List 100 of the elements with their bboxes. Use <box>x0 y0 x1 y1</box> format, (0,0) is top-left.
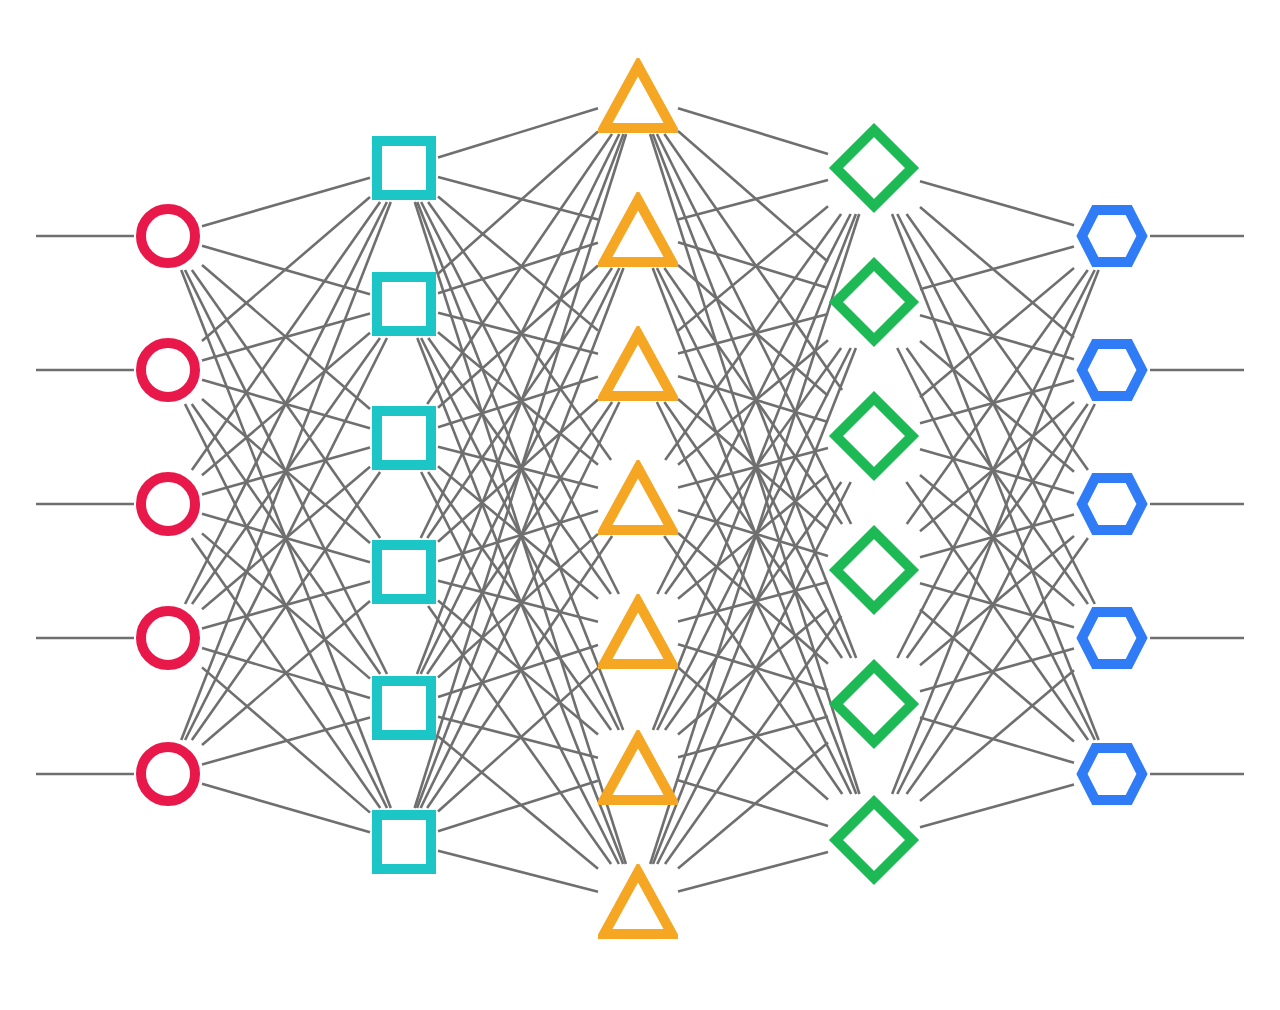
connection-line <box>919 647 1075 693</box>
connection-line <box>919 716 1075 765</box>
square-node <box>370 134 438 202</box>
connection-line <box>919 266 1075 399</box>
connection-line <box>677 508 829 558</box>
connection-line <box>919 534 1075 667</box>
connection-line <box>677 715 829 759</box>
connection-line <box>419 401 621 809</box>
connection-line <box>656 213 852 595</box>
connection-line <box>677 339 829 466</box>
diamond-node <box>828 794 920 886</box>
connection-line <box>437 445 599 489</box>
connection-line <box>905 213 1089 471</box>
connection-line <box>201 465 371 611</box>
connection-line <box>1150 636 1244 640</box>
connection-line <box>905 403 1089 659</box>
connection-line <box>896 213 1096 605</box>
connection-line <box>437 579 599 623</box>
square-node <box>370 270 438 338</box>
connection-line <box>663 481 843 731</box>
connection-line <box>416 337 625 865</box>
connection-line <box>201 312 371 362</box>
connection-line <box>896 269 1096 659</box>
diamond-node <box>828 658 920 750</box>
connection-line <box>426 133 614 405</box>
connection-line <box>905 537 1089 795</box>
connection-line <box>426 401 614 675</box>
connection-line <box>919 245 1075 291</box>
connection-line <box>415 133 625 675</box>
connection-line <box>180 269 392 809</box>
triangle-node <box>598 594 678 670</box>
connection-line <box>677 263 829 397</box>
connection-line <box>677 580 829 623</box>
connection-line <box>1150 772 1244 776</box>
connection-line <box>1150 368 1244 372</box>
connection-line <box>437 195 599 332</box>
connection-line <box>648 133 861 795</box>
connection-line <box>677 312 829 355</box>
connection-line <box>890 213 1100 741</box>
connection-line <box>437 175 599 221</box>
connection-line <box>437 643 599 699</box>
connection-line <box>919 608 1075 743</box>
connection-line <box>677 850 829 893</box>
square-node <box>370 538 438 606</box>
triangle-node <box>598 326 678 402</box>
connection-line <box>919 447 1075 495</box>
connection-line <box>677 642 829 692</box>
connection-line <box>655 267 853 659</box>
connection-line <box>190 537 382 809</box>
diamond-node <box>828 524 920 616</box>
connection-line <box>426 535 614 809</box>
connection-line <box>677 778 829 828</box>
connection-line <box>437 465 599 600</box>
connection-line <box>663 401 844 659</box>
connection-line <box>36 368 134 372</box>
connection-line <box>651 213 858 731</box>
connection-line <box>651 133 858 659</box>
connection-line <box>201 264 371 410</box>
connection-line <box>183 201 389 605</box>
connection-line <box>677 741 829 870</box>
connection-line <box>919 340 1075 473</box>
connection-line <box>437 264 599 409</box>
connection-line <box>201 600 371 746</box>
connection-line <box>201 244 371 296</box>
circle-node <box>134 202 202 270</box>
triangle-node <box>598 730 678 806</box>
connection-line <box>201 196 371 342</box>
connection-line <box>437 509 599 563</box>
hexagon-node <box>1074 604 1150 672</box>
connection-line <box>919 513 1075 559</box>
connection-line <box>426 267 614 539</box>
connection-line <box>677 446 829 489</box>
hexagon-node <box>1074 740 1150 808</box>
connection-line <box>437 398 599 543</box>
connection-line <box>677 129 829 263</box>
connection-line <box>677 374 829 424</box>
connection-line <box>437 532 599 679</box>
connection-line <box>890 269 1100 795</box>
connection-line <box>420 471 620 865</box>
diamond-node <box>828 122 920 214</box>
connection-line <box>1150 234 1244 238</box>
connection-line <box>427 605 613 865</box>
hexagon-node <box>1074 336 1150 404</box>
connection-line <box>437 715 599 759</box>
square-node <box>370 404 438 472</box>
connection-line <box>677 240 829 290</box>
connection-line <box>201 666 371 814</box>
connection-line <box>201 446 371 496</box>
connection-line <box>36 234 134 238</box>
connection-line <box>663 615 843 865</box>
connection-line <box>201 782 371 834</box>
connection-line <box>437 849 599 893</box>
connection-line <box>905 269 1089 525</box>
diamond-node <box>828 390 920 482</box>
circle-node <box>134 336 202 404</box>
connection-line <box>919 206 1075 339</box>
square-node <box>370 808 438 876</box>
connection-line <box>201 176 371 228</box>
connection-line <box>663 535 844 795</box>
connection-line <box>437 241 599 295</box>
